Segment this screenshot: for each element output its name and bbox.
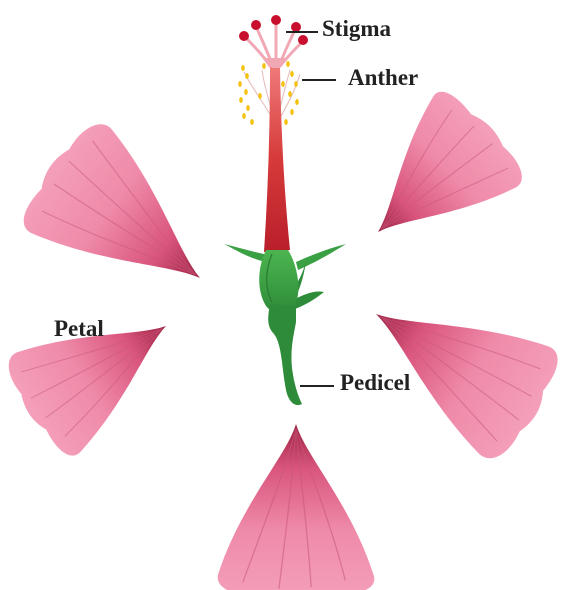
petal-lower-right <box>342 259 570 468</box>
petal-upper-right <box>336 82 533 277</box>
petal-upper-left <box>11 113 240 331</box>
stigma-label: Stigma <box>322 17 391 40</box>
petal-lower-left <box>0 276 198 464</box>
pedicel-stalk <box>268 304 302 405</box>
calyx-sepals <box>224 244 346 314</box>
stigma <box>239 15 308 68</box>
pedicel-label: Pedicel <box>340 371 410 394</box>
anther-label: Anther <box>348 66 418 89</box>
style-column <box>264 66 290 252</box>
petal-bottom <box>218 424 375 590</box>
petal-label: Petal <box>54 317 104 340</box>
